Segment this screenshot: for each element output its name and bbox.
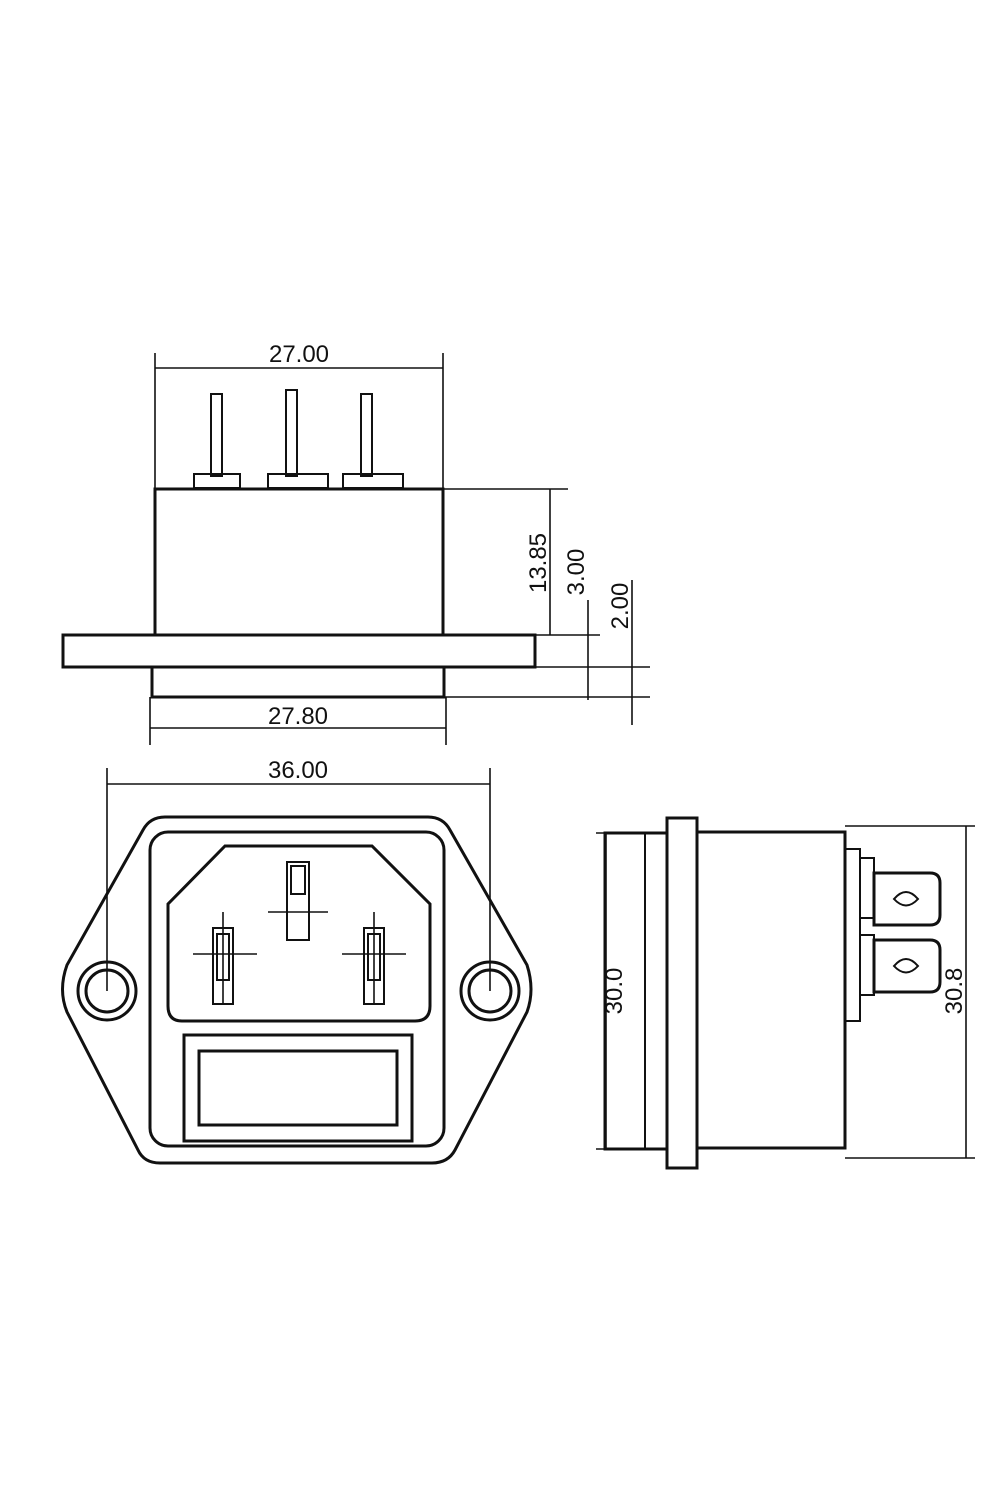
spade-terminal-top	[859, 857, 942, 927]
dim-lip-height: 2.00	[444, 580, 650, 725]
dim-side-height-left: 30.0	[596, 832, 668, 1150]
front-flange-outline	[61, 815, 533, 1165]
dim-label-27-80: 27.80	[268, 703, 328, 730]
dim-front-width: 36.00	[106, 757, 491, 991]
pin-middle	[267, 389, 329, 489]
dim-flange-height: 3.00	[535, 549, 650, 700]
live-pin-right	[342, 912, 406, 1005]
dim-bottom-width: 27.80	[149, 697, 447, 745]
spade-terminal-bottom	[859, 934, 942, 996]
dim-label-27-00: 27.00	[269, 341, 329, 368]
side-body	[695, 830, 847, 1150]
side-view: 30.0 30.8	[596, 816, 975, 1170]
iec-inlet-socket	[166, 844, 432, 1023]
pin-right	[342, 393, 404, 489]
front-inner-frame	[148, 830, 446, 1148]
dim-label-30-0: 30.0	[601, 968, 628, 1015]
dim-label-36-00: 36.00	[268, 757, 328, 784]
dim-label-3-00: 3.00	[563, 549, 590, 596]
mounting-flange	[61, 633, 537, 669]
dim-body-height: 13.85	[443, 488, 568, 635]
dim-label-30-8: 30.8	[941, 968, 968, 1015]
dim-label-13-85: 13.85	[525, 533, 552, 593]
connector-body	[153, 487, 445, 637]
earth-pin	[268, 861, 328, 941]
side-flange	[665, 816, 699, 1170]
front-lip	[150, 665, 446, 699]
dim-side-height-right: 30.8	[845, 825, 975, 1159]
fuse-drawer	[182, 1033, 414, 1143]
pin-left	[193, 393, 241, 489]
dim-label-2-00: 2.00	[607, 583, 634, 630]
front-view: 36.00	[61, 757, 533, 1165]
top-view: 27.00 27.80 13.85 3.00 2.00	[61, 341, 650, 745]
dim-top-width: 27.00	[154, 341, 444, 489]
live-pin-left	[193, 912, 257, 1005]
